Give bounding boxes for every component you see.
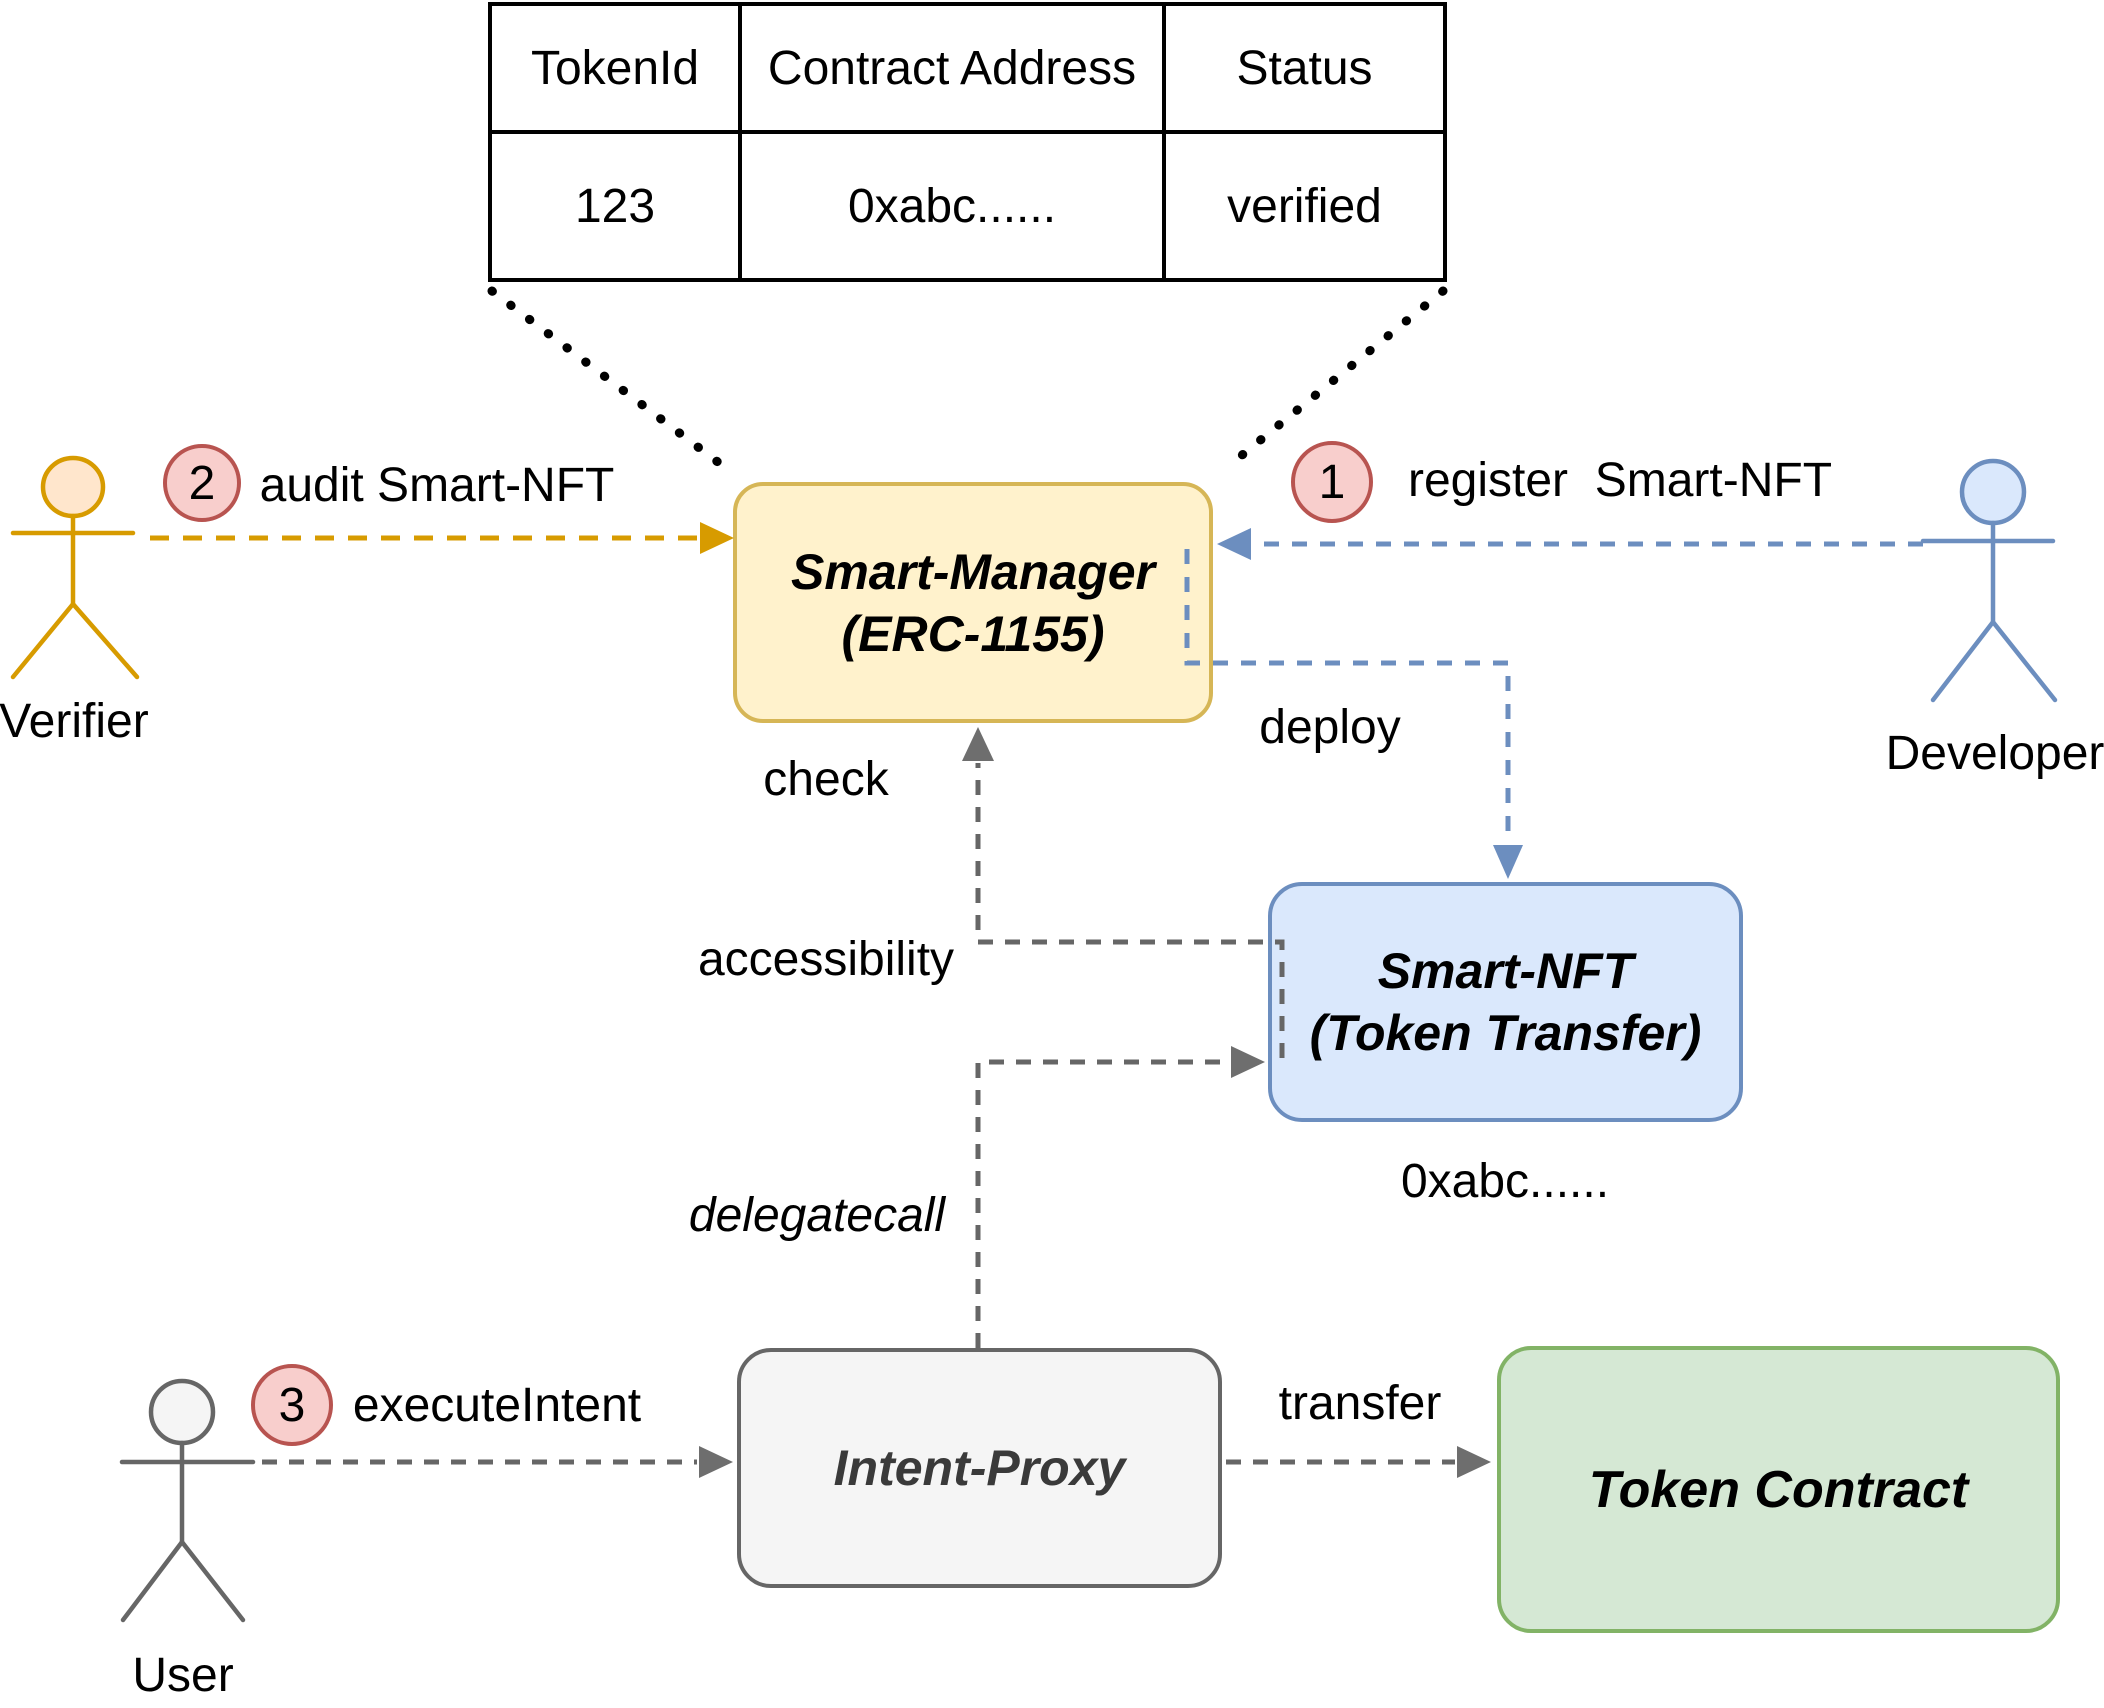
smart-manager-title-line1: Smart-Manager bbox=[791, 543, 1155, 600]
table-cell-status: verified bbox=[1227, 179, 1382, 233]
delegatecall-arrowhead bbox=[1231, 1046, 1265, 1078]
table-header-contract-address: Contract Address bbox=[742, 6, 1166, 134]
register-label: register Smart-NFT bbox=[1407, 454, 1833, 507]
step-badge-execute-intent: 3 bbox=[251, 1364, 333, 1446]
table-header-tokenid: TokenId bbox=[492, 6, 742, 134]
audit-arrowhead bbox=[700, 522, 734, 554]
table-cell-contract-address: 0xabc...... bbox=[742, 134, 1166, 278]
deploy-arrowhead bbox=[1493, 845, 1523, 879]
step-badge-audit: 2 bbox=[163, 444, 241, 522]
smart-manager-title-line2: (ERC-1155) bbox=[841, 605, 1105, 662]
user-actor-icon bbox=[119, 1378, 256, 1623]
user-label: User bbox=[132, 1649, 234, 1702]
smart-manager-node: Smart-Manager (ERC-1155) bbox=[733, 482, 1213, 723]
delegatecall-label: delegatecall bbox=[688, 1189, 946, 1242]
check-accessibility-label: check accessibility bbox=[698, 630, 954, 1110]
check-accessibility-label-line2: accessibility bbox=[697, 933, 955, 986]
deploy-arrow bbox=[1184, 549, 1511, 843]
check-accessibility-arrow bbox=[975, 763, 1285, 1058]
delegatecall-arrow bbox=[975, 1059, 1229, 1348]
smart-nft-title-line1: Smart-NFT bbox=[1377, 943, 1634, 999]
execute-intent-arrowhead bbox=[699, 1446, 733, 1478]
developer-label: Developer bbox=[1885, 727, 2104, 780]
smart-nft-title-line2: (Token Transfer) bbox=[1309, 1005, 1702, 1061]
deploy-label: deploy bbox=[1259, 701, 1401, 754]
transfer-arrowhead bbox=[1457, 1446, 1491, 1478]
intent-proxy-title: Intent-Proxy bbox=[833, 1440, 1126, 1496]
registry-table: TokenId Contract Address Status 123 0xab… bbox=[488, 2, 1447, 282]
check-accessibility-label-line1: check bbox=[763, 753, 889, 806]
verifier-label: Verifier bbox=[0, 695, 149, 748]
check-accessibility-arrowhead bbox=[962, 727, 994, 761]
audit-label: audit Smart-NFT bbox=[259, 459, 615, 512]
transfer-label: transfer bbox=[1278, 1377, 1442, 1430]
token-contract-node: Token Contract bbox=[1497, 1346, 2060, 1633]
table-header-status: Status bbox=[1166, 6, 1443, 134]
smart-nft-node: Smart-NFT (Token Transfer) bbox=[1268, 882, 1743, 1122]
step-badge-register: 1 bbox=[1291, 441, 1373, 523]
token-contract-title: Token Contract bbox=[1588, 1460, 1969, 1519]
verifier-actor-icon bbox=[10, 455, 140, 680]
table-cell-tokenid: 123 bbox=[492, 134, 742, 278]
intent-proxy-node: Intent-Proxy bbox=[737, 1348, 1222, 1588]
developer-actor-icon bbox=[1920, 458, 2058, 703]
table-link-left-dotted-line bbox=[487, 286, 732, 474]
smart-nft-address-label: 0xabc...... bbox=[1400, 1155, 1610, 1208]
register-arrowhead bbox=[1217, 528, 1251, 560]
execute-intent-label: executeIntent bbox=[352, 1379, 642, 1432]
